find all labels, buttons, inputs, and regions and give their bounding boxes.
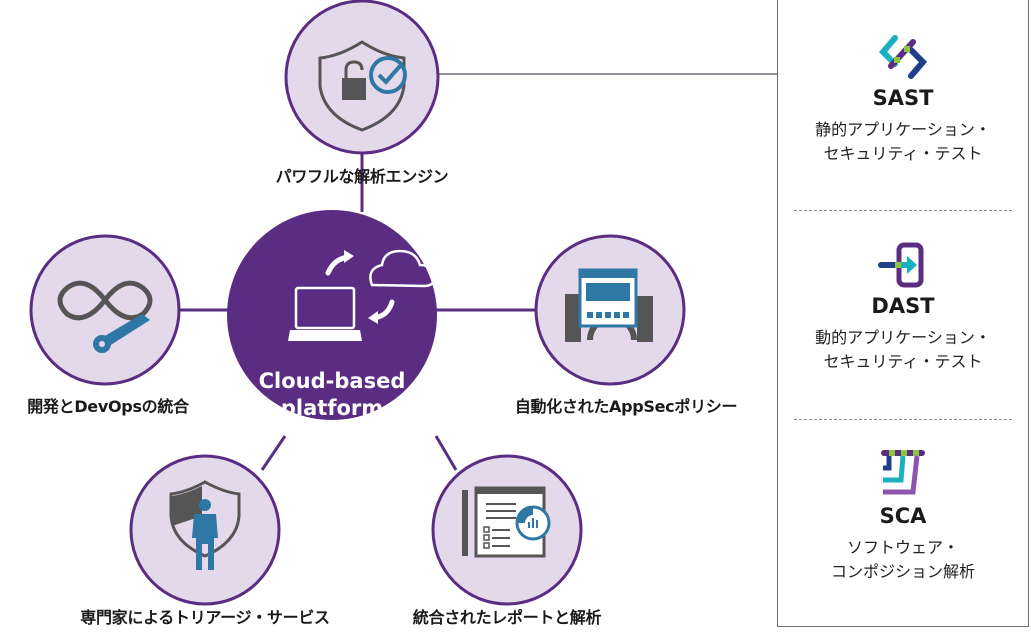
label-reporting: 統合されたレポートと解析 [412, 608, 602, 627]
panel-divider [794, 419, 1012, 420]
panel-desc-dast: 動的アプリケーション・ セキュリティ・テスト [778, 326, 1028, 374]
panel-title-sast: SAST [872, 86, 934, 110]
panel-desc-sca-line2: コンポジション解析 [830, 562, 975, 581]
connector-bottom-left [260, 435, 287, 471]
panel-divider [794, 210, 1012, 211]
report-chart-icon [462, 486, 551, 558]
panel-desc-sast-line2: セキュリティ・テスト [823, 144, 983, 163]
laptop-cloud-sync-icon [288, 249, 436, 341]
label-analysis-engine: パワフルな解析エンジン [275, 167, 449, 186]
node-devops [29, 234, 181, 386]
infinity-wrench-icon [57, 280, 153, 353]
panel-item-sca: SCA ソフトウェア・ コンポジション解析 [778, 448, 1028, 584]
label-triage: 専門家によるトリアージ・サービス [80, 608, 330, 627]
code-brackets-icon [878, 35, 928, 79]
label-appsec-policy: 自動化されたAppSecポリシー [514, 397, 738, 416]
composition-bars-icon [881, 450, 925, 495]
hub-title-line2: platform [280, 396, 384, 420]
connector-bottom-right [434, 435, 458, 471]
panel-desc-dast-line1: 動的アプリケーション・ [815, 328, 991, 347]
node-analysis-engine [284, 0, 440, 155]
hub-title: Cloud-based platform [232, 368, 432, 422]
panel-desc-dast-line2: セキュリティ・テスト [823, 352, 983, 371]
panel-desc-sca: ソフトウェア・ コンポジション解析 [778, 536, 1028, 584]
product-panel: SAST 静的アプリケーション・ セキュリティ・テスト DAST 動的アプリケー… [777, 0, 1029, 627]
panel-desc-sast: 静的アプリケーション・ セキュリティ・テスト [778, 118, 1028, 166]
panel-title-dast: DAST [871, 294, 935, 318]
shield-person-icon [169, 480, 241, 570]
panel-title-sca: SCA [879, 504, 927, 528]
panel-item-sast: SAST 静的アプリケーション・ セキュリティ・テスト [778, 34, 1028, 166]
panel-desc-sca-line1: ソフトウェア・ [846, 538, 959, 557]
enter-arrow-icon [878, 242, 924, 288]
hub-circle [227, 210, 437, 420]
panel-item-dast: DAST 動的アプリケーション・ セキュリティ・テスト [778, 242, 1028, 374]
hub-title-line1: Cloud-based [258, 369, 406, 393]
shield-lock-check-icon [318, 40, 407, 132]
browser-gear-icon [565, 268, 653, 342]
label-devops: 開発とDevOpsの統合 [27, 397, 189, 416]
panel-desc-sast-line1: 静的アプリケーション・ [815, 120, 991, 139]
